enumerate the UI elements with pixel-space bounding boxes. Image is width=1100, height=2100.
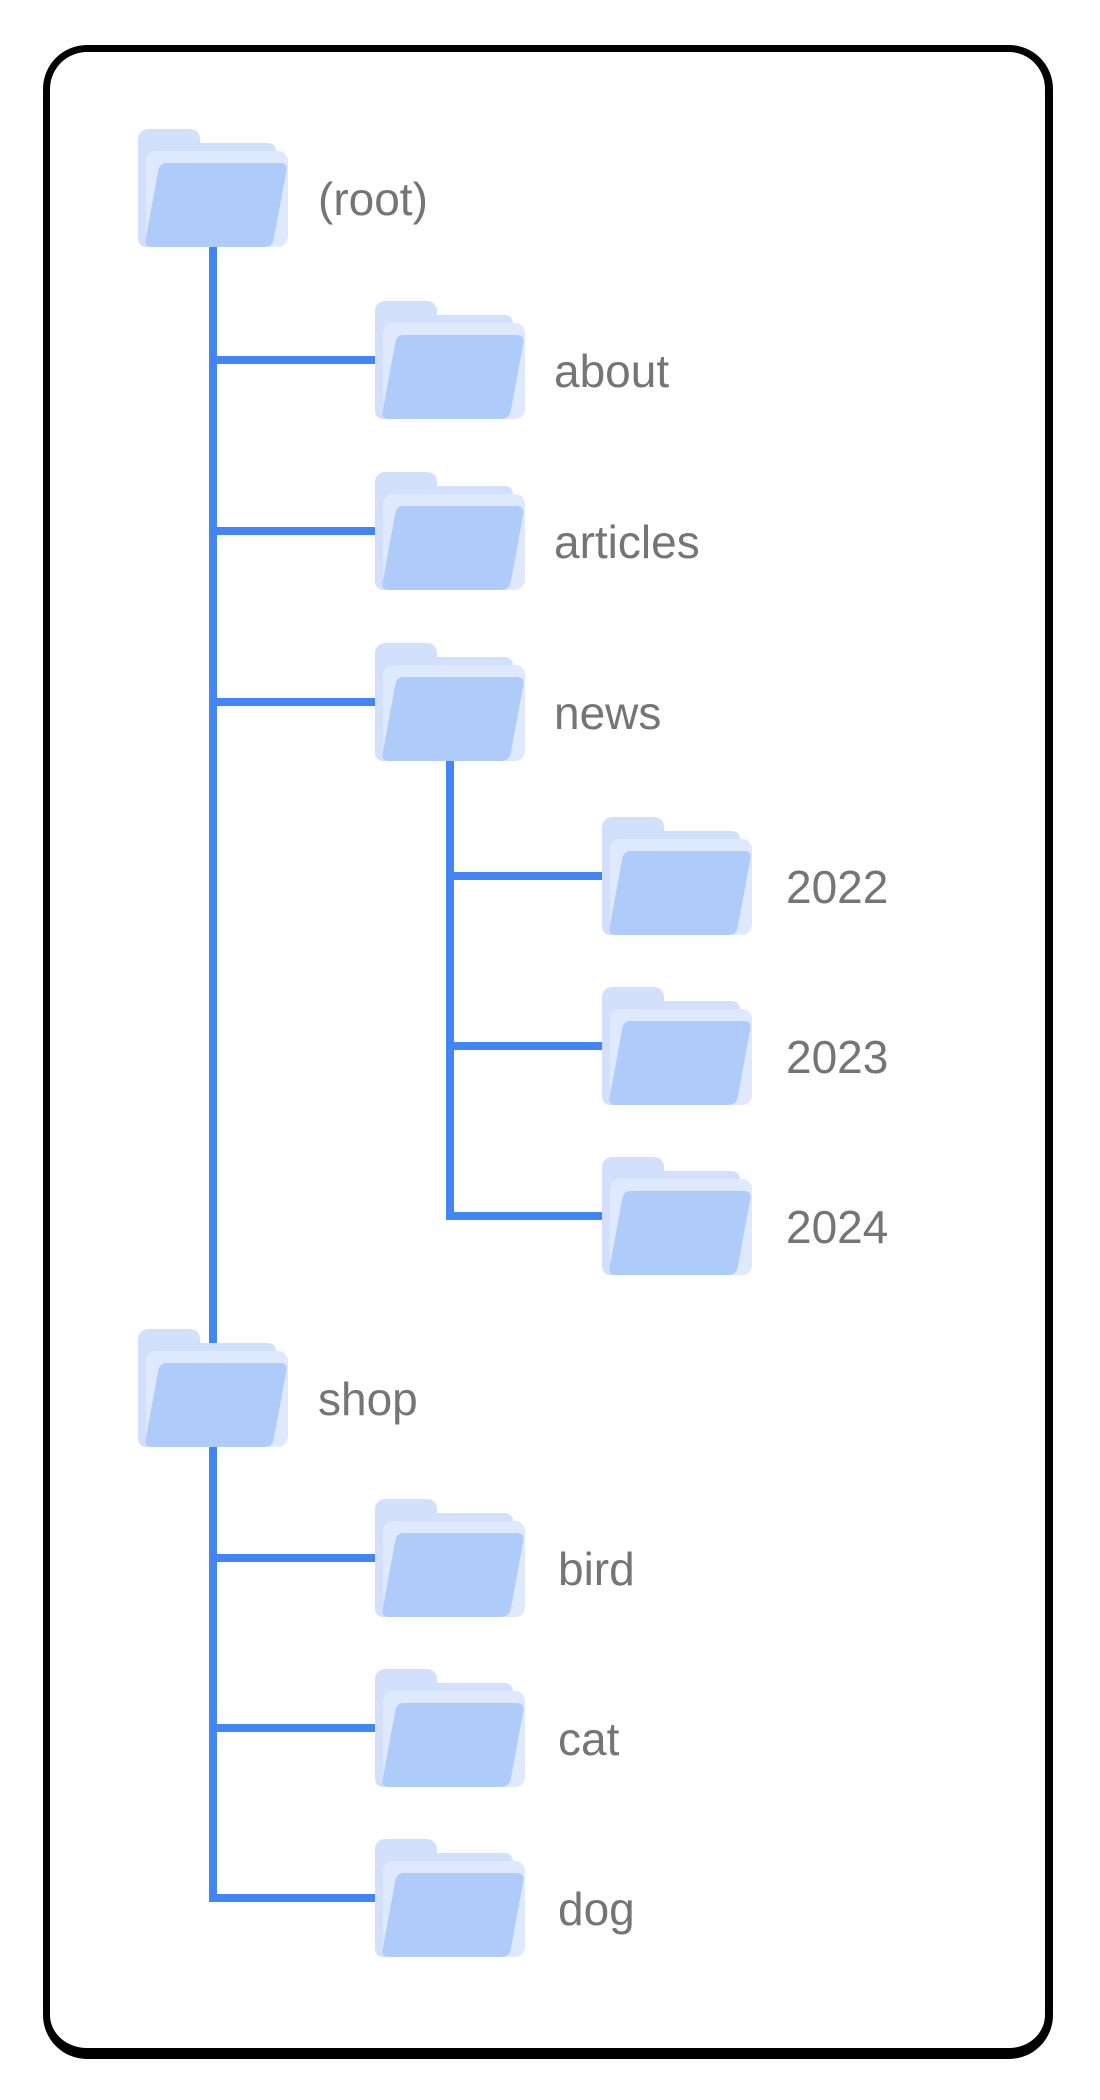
connector-branch-articles [209,527,395,535]
node-label-2023: 2023 [786,1031,889,1083]
node-label-bird: bird [558,1543,635,1595]
node-label-shop: shop [318,1373,418,1425]
connector-branch-2024 [446,1212,622,1220]
folder-icon-about [375,301,525,419]
node-label-dog: dog [558,1883,635,1935]
folder-icon-bird [375,1499,525,1617]
node-label-root: (root) [318,173,428,225]
connector-branch-dog [209,1894,395,1902]
connector-branch-2023 [446,1042,622,1050]
folder-icon-shop [138,1329,288,1447]
folder-icon-news [375,643,525,761]
connector-branch-bird [209,1554,395,1562]
connector-branch-cat [209,1724,395,1732]
folder-icon-root [138,129,288,247]
node-label-news: news [554,687,662,739]
folder-icon-dog [375,1839,525,1957]
folder-icon-2022 [602,817,752,935]
connector-branch-about [209,356,395,364]
diagram-card-border [43,45,1053,2059]
node-label-articles: articles [554,516,700,568]
node-label-2022: 2022 [786,861,889,913]
node-label-2024: 2024 [786,1201,889,1253]
folder-icon-2023 [602,987,752,1105]
folder-icon-2024 [602,1157,752,1275]
connector-branch-news [209,698,395,706]
node-label-cat: cat [558,1713,620,1765]
connector-root-trunk [209,235,217,1902]
connector-news-trunk [446,750,454,1220]
folder-icon-articles [375,472,525,590]
connector-branch-2022 [446,872,622,880]
node-label-about: about [554,345,670,397]
folder-icon-cat [375,1669,525,1787]
